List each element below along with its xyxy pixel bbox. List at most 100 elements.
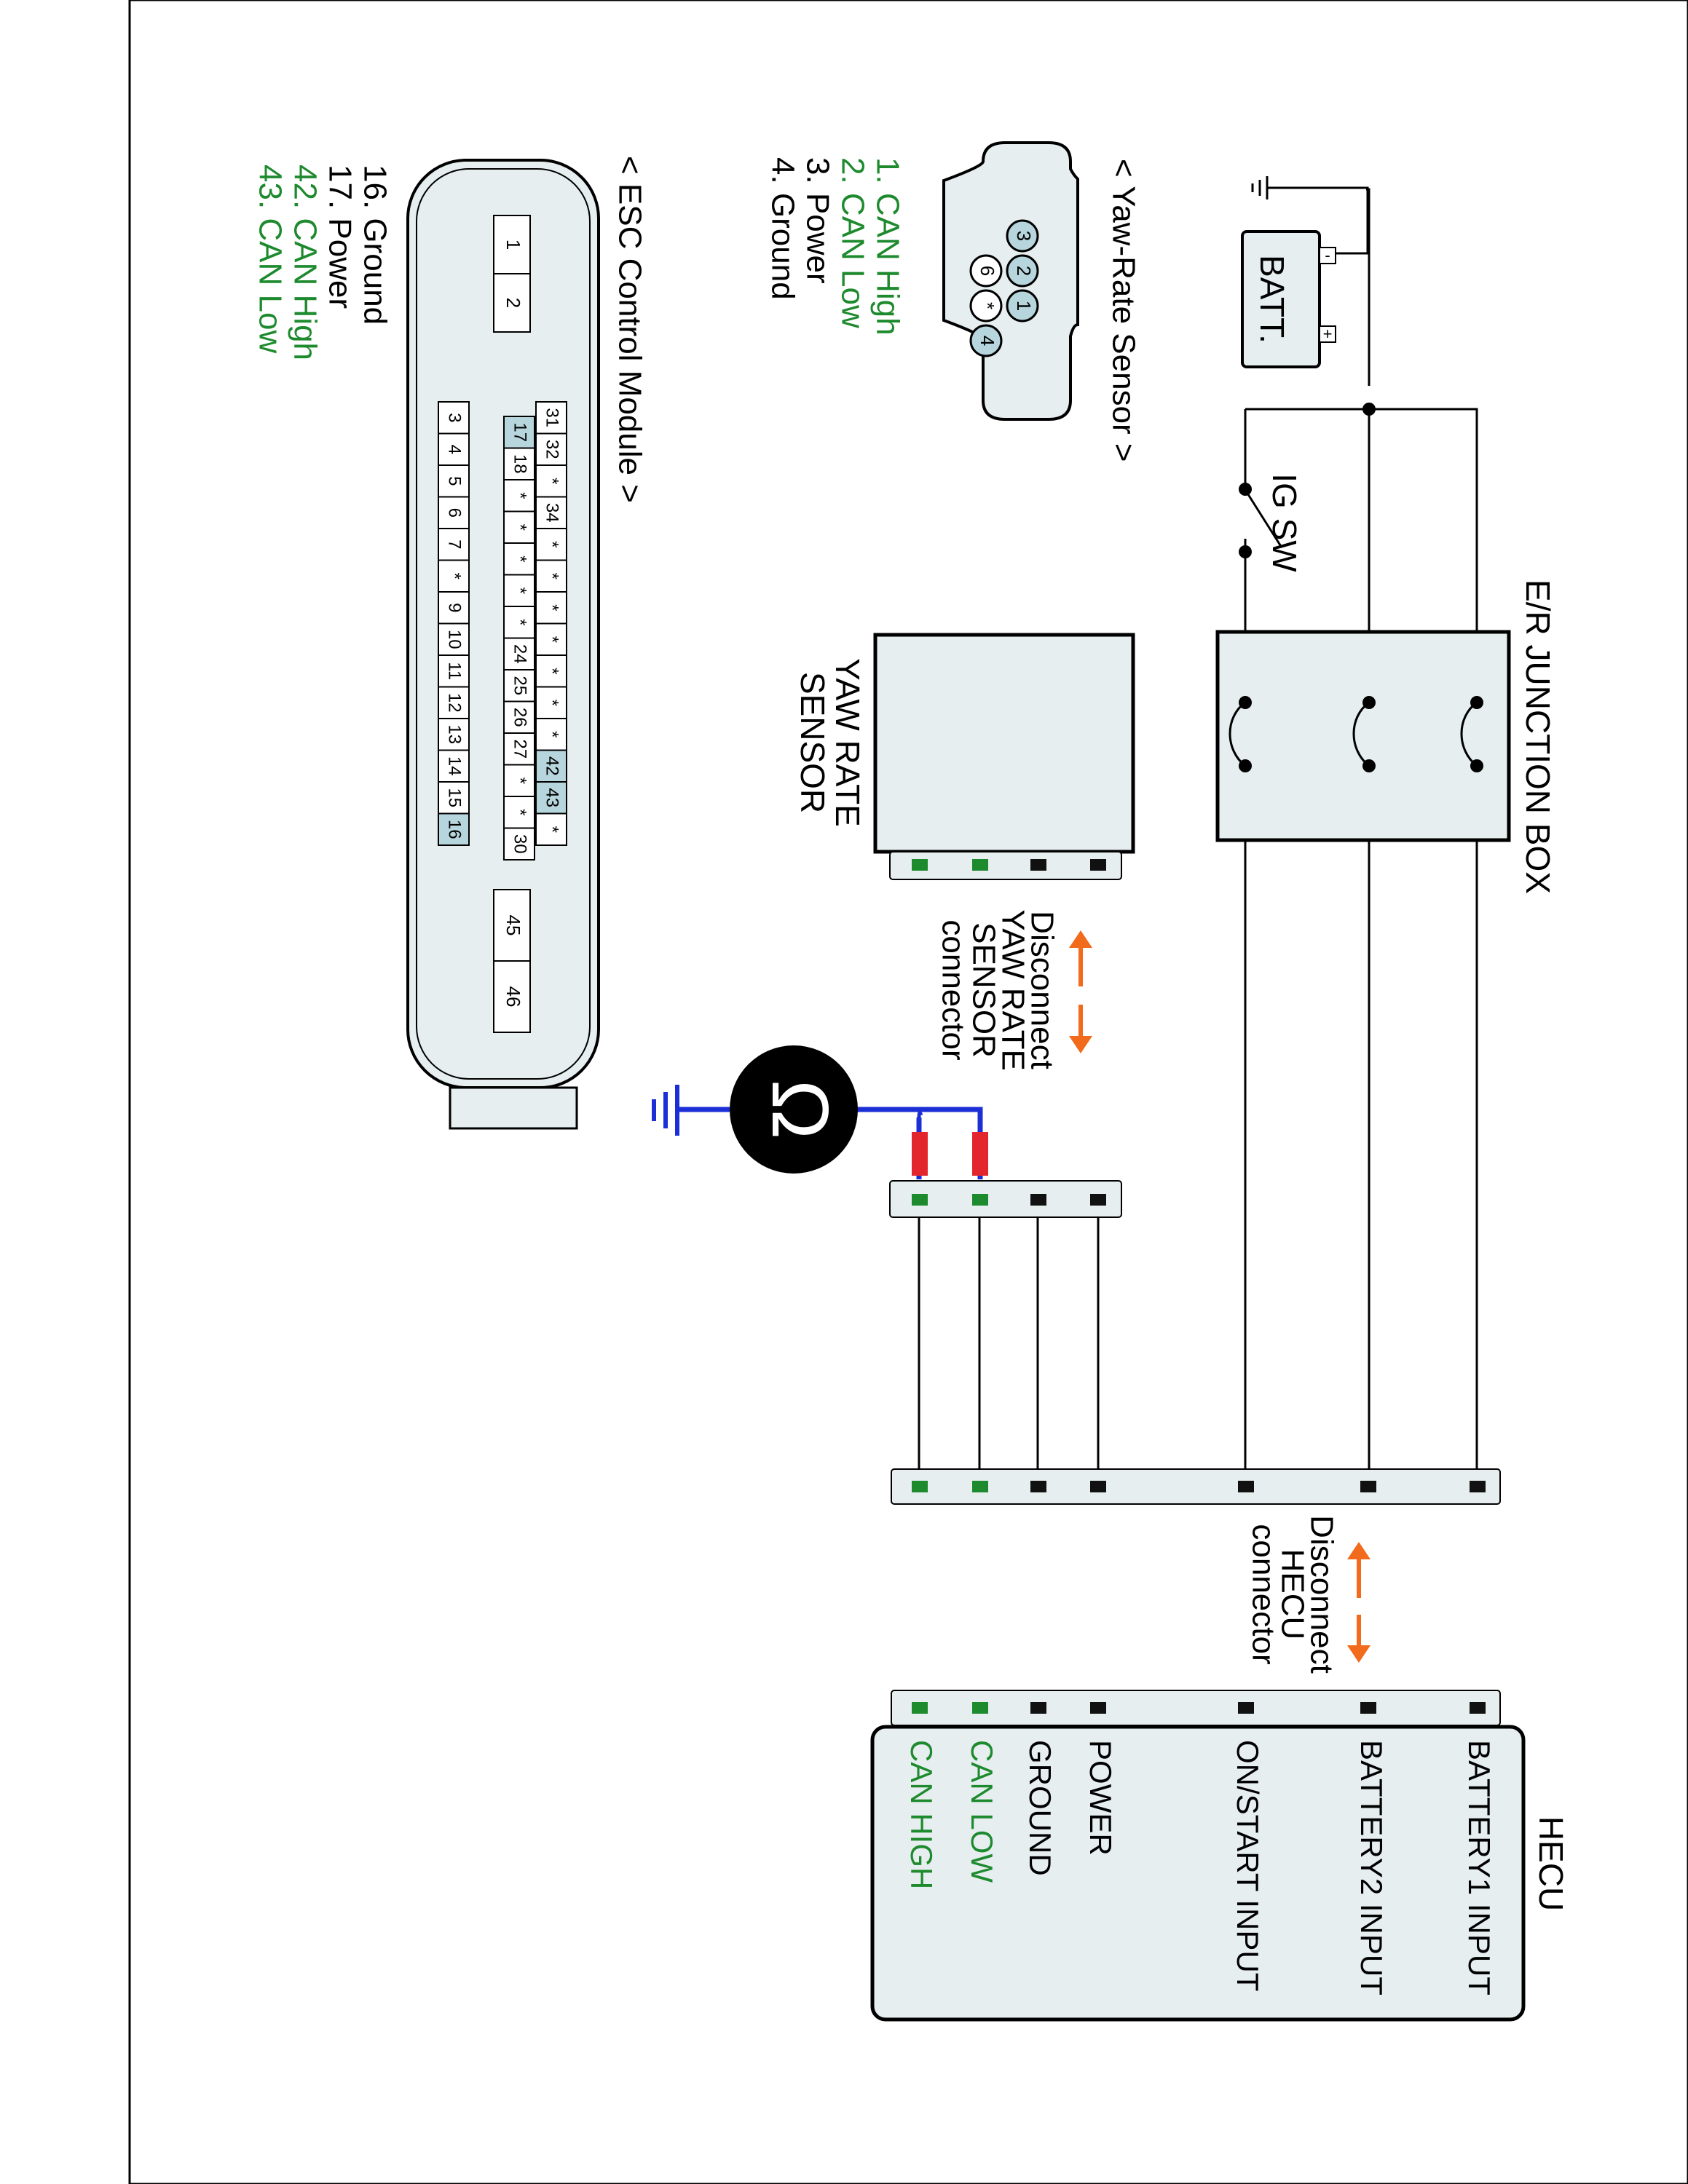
esc-pin-label: * (543, 668, 562, 674)
double-arrow-icon (1069, 930, 1092, 1053)
yaw-pin-label: * (977, 302, 998, 309)
yaw-pin (1006, 289, 1039, 323)
yaw-pin (969, 289, 1003, 323)
yaw-pin (1006, 254, 1039, 288)
junction-box: E/R JUNCTION BOX (1215, 579, 1557, 894)
disconnect-yaw-4: connector (935, 919, 971, 1060)
yaw-pin (969, 324, 1003, 357)
esc-pin-label: 13 (445, 724, 465, 744)
disconnect-hecu-3: connector (1245, 1524, 1281, 1664)
yaw-legend-item: 1. CAN High (869, 157, 905, 336)
ohm-meter-icon (730, 1045, 858, 1174)
esc-pin-label: 32 (543, 440, 562, 459)
hecu-pin-label: ON/START INPUT (1231, 1740, 1265, 1991)
esc-pin-label: 27 (510, 739, 530, 759)
ig-switch: IG SW (1239, 473, 1304, 572)
esc-pin-label: 15 (445, 788, 465, 807)
esc-pin-label: * (510, 809, 530, 815)
page-frame (128, 0, 1688, 2184)
hecu-title: HECU (1532, 1816, 1570, 1911)
esc-big-pin-label: 45 (502, 915, 524, 936)
ground-icon (1251, 176, 1269, 199)
esc-pin-label: * (510, 587, 530, 594)
yaw-pin-label: 6 (977, 266, 998, 276)
hecu-pin-label: BATTERY2 INPUT (1354, 1740, 1389, 1995)
yaw-pin (969, 254, 1003, 288)
ohmmeter-probe: Ω (652, 1045, 988, 1179)
yaw-pin (1006, 219, 1039, 253)
yaw-pin-label: 1 (1013, 301, 1035, 311)
yaw-pin-label: 3 (1013, 231, 1035, 241)
esc-pin-label: * (510, 778, 530, 784)
battery: - + BATT. (1241, 230, 1336, 368)
yaw-sensor-label-1: YAW RATE (829, 658, 867, 827)
yaw-harness-connector (889, 1180, 1122, 1218)
esc-legend-item: 42. CAN High (287, 165, 323, 360)
esc-pin-label: * (510, 524, 530, 531)
esc-pin-label: 12 (445, 693, 465, 713)
esc-title: < ESC Control Module > (612, 156, 647, 503)
double-arrow-icon (1347, 1542, 1370, 1663)
esc-pin-label: * (510, 492, 530, 499)
ohm-symbol: Ω (755, 1080, 845, 1139)
esc-pin-label: 18 (510, 454, 530, 474)
esc-legend-item: 16. Ground (357, 165, 393, 325)
hecu-pin-label: POWER (1084, 1740, 1118, 1856)
esc-pin-label: 24 (510, 644, 530, 664)
hecu-harness-connector (891, 1468, 1501, 1505)
esc-pin-label: 30 (510, 834, 530, 854)
yaw-legend-item: 3. Power (800, 157, 835, 284)
esc-pin-label: 42 (543, 756, 562, 776)
yaw-legend-item: 4. Ground (765, 157, 800, 300)
fuse-1 (1460, 696, 1483, 772)
esc-pin-label: 4 (445, 445, 465, 454)
esc-pin-label: * (445, 573, 465, 579)
esc-pin-label: 6 (445, 508, 465, 518)
yaw-rate-sensor: YAW RATE SENSOR (794, 633, 1135, 880)
disconnect-yaw-2: YAW RATE (995, 909, 1030, 1071)
esc-pin-label: * (543, 573, 562, 579)
esc-pin-label: * (510, 555, 530, 562)
junction-node (1362, 403, 1376, 416)
junction-box-label: E/R JUNCTION BOX (1519, 579, 1557, 894)
esc-pin-label: * (543, 636, 562, 643)
esc-legend-item: 17. Power (322, 165, 358, 309)
esc-big-pin-label: 2 (502, 298, 524, 308)
esc-pin-label: * (543, 478, 562, 484)
esc-pin-label: 3 (445, 413, 465, 422)
esc-pin-label: 7 (445, 539, 465, 549)
esc-pin-label: 14 (445, 756, 465, 776)
disconnect-yaw: Disconnect YAW RATE SENSOR connector (935, 909, 1092, 1071)
esc-pin-label: 16 (445, 820, 465, 839)
battery-neg-label: - (1325, 246, 1330, 264)
hecu-pin-label: GROUND (1023, 1740, 1057, 1876)
yaw-pin-label: 2 (1013, 266, 1035, 276)
esc-pin-label: 5 (445, 476, 465, 486)
esc-pin-label: 34 (543, 503, 562, 523)
hecu-pin-label: CAN LOW (965, 1740, 999, 1883)
disconnect-hecu-1: Disconnect (1304, 1515, 1339, 1674)
esc-pin-label: * (543, 700, 562, 706)
yaw-legend-item: 2. CAN Low (835, 157, 870, 328)
fuse-2 (1352, 696, 1376, 772)
disconnect-yaw-1: Disconnect (1024, 911, 1060, 1069)
battery-label: BATT. (1253, 255, 1291, 344)
esc-pin-label: 10 (445, 630, 465, 649)
esc-pin-label: 11 (445, 662, 465, 680)
esc-legend-item: 43. CAN Low (252, 165, 288, 353)
esc-pin-label: 31 (543, 408, 562, 427)
esc-pin-label: 26 (510, 708, 530, 727)
disconnect-hecu: Disconnect HECU connector (1245, 1515, 1370, 1674)
disconnect-yaw-3: SENSOR (966, 922, 1001, 1058)
esc-big-pin-label: 46 (502, 986, 524, 1008)
disconnect-hecu-2: HECU (1274, 1549, 1310, 1640)
ground-icon (652, 1085, 679, 1136)
battery-pos-label: + (1323, 325, 1333, 343)
yaw-pin-label: 4 (977, 336, 998, 346)
